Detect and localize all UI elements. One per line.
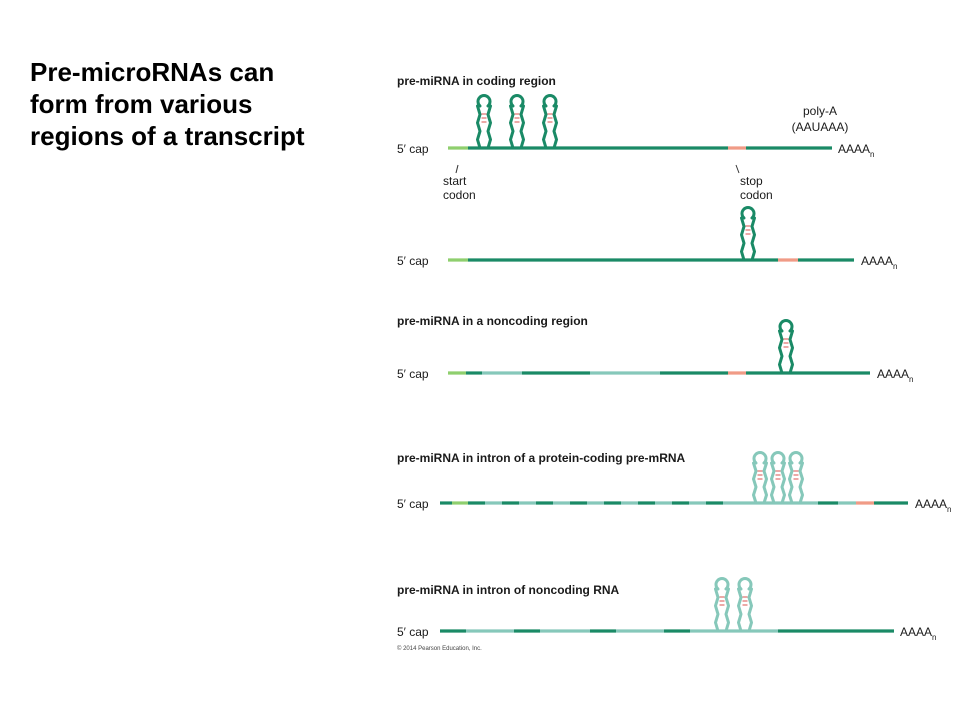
- panel-1-cap: 5′ cap: [397, 142, 429, 156]
- panel-3-polya: AAAAn: [877, 367, 913, 384]
- start-codon-pointer: [455, 164, 459, 174]
- stop-codon-label-1: stop: [740, 174, 763, 188]
- panel-3-cap: 5′ cap: [397, 367, 429, 381]
- hairpin-icon: [507, 94, 527, 150]
- panel-5-polya: AAAAn: [900, 625, 936, 642]
- hairpin-icon: [735, 577, 755, 633]
- hairpin-icon: [738, 206, 758, 262]
- panel-2-cap: 5′ cap: [397, 254, 429, 268]
- hairpin-icon: [540, 94, 560, 150]
- panel-4-polya: AAAAn: [915, 497, 951, 514]
- title-line-1: Pre-microRNAs can: [30, 57, 275, 87]
- panel-3-label: pre-miRNA in a noncoding region: [397, 314, 588, 328]
- hairpin-icon: [750, 451, 770, 505]
- polya-signal-label-2: (AAUAAA): [792, 120, 849, 134]
- start-codon-label-1: start: [443, 174, 467, 188]
- copyright: © 2014 Pearson Education, Inc.: [397, 645, 482, 652]
- panel-1-label: pre-miRNA in coding region: [397, 74, 556, 88]
- hairpin-icon: [474, 94, 494, 150]
- stop-codon-pointer: [735, 164, 740, 174]
- start-codon-label-2: codon: [443, 188, 476, 202]
- transcript-tracks: [440, 94, 908, 633]
- title-line-2: form from various: [30, 89, 253, 119]
- panel-4-label: pre-miRNA in intron of a protein-coding …: [397, 451, 686, 465]
- panel-5-cap: 5′ cap: [397, 625, 429, 639]
- hairpin-icon: [786, 451, 806, 505]
- polya-signal-label-1: poly-A: [803, 104, 837, 118]
- hairpin-icon: [776, 319, 796, 375]
- panel-2-polya: AAAAn: [861, 254, 897, 271]
- hairpin-icon: [712, 577, 732, 633]
- hairpin-icon: [768, 451, 788, 505]
- slide-title: Pre-microRNAs can form from various regi…: [30, 56, 380, 152]
- title-line-3: regions of a transcript: [30, 121, 305, 151]
- panel-1-polya: AAAAn: [838, 142, 874, 159]
- panel-4-cap: 5′ cap: [397, 497, 429, 511]
- stop-codon-label-2: codon: [740, 188, 773, 202]
- panel-5-label: pre-miRNA in intron of noncoding RNA: [397, 583, 620, 597]
